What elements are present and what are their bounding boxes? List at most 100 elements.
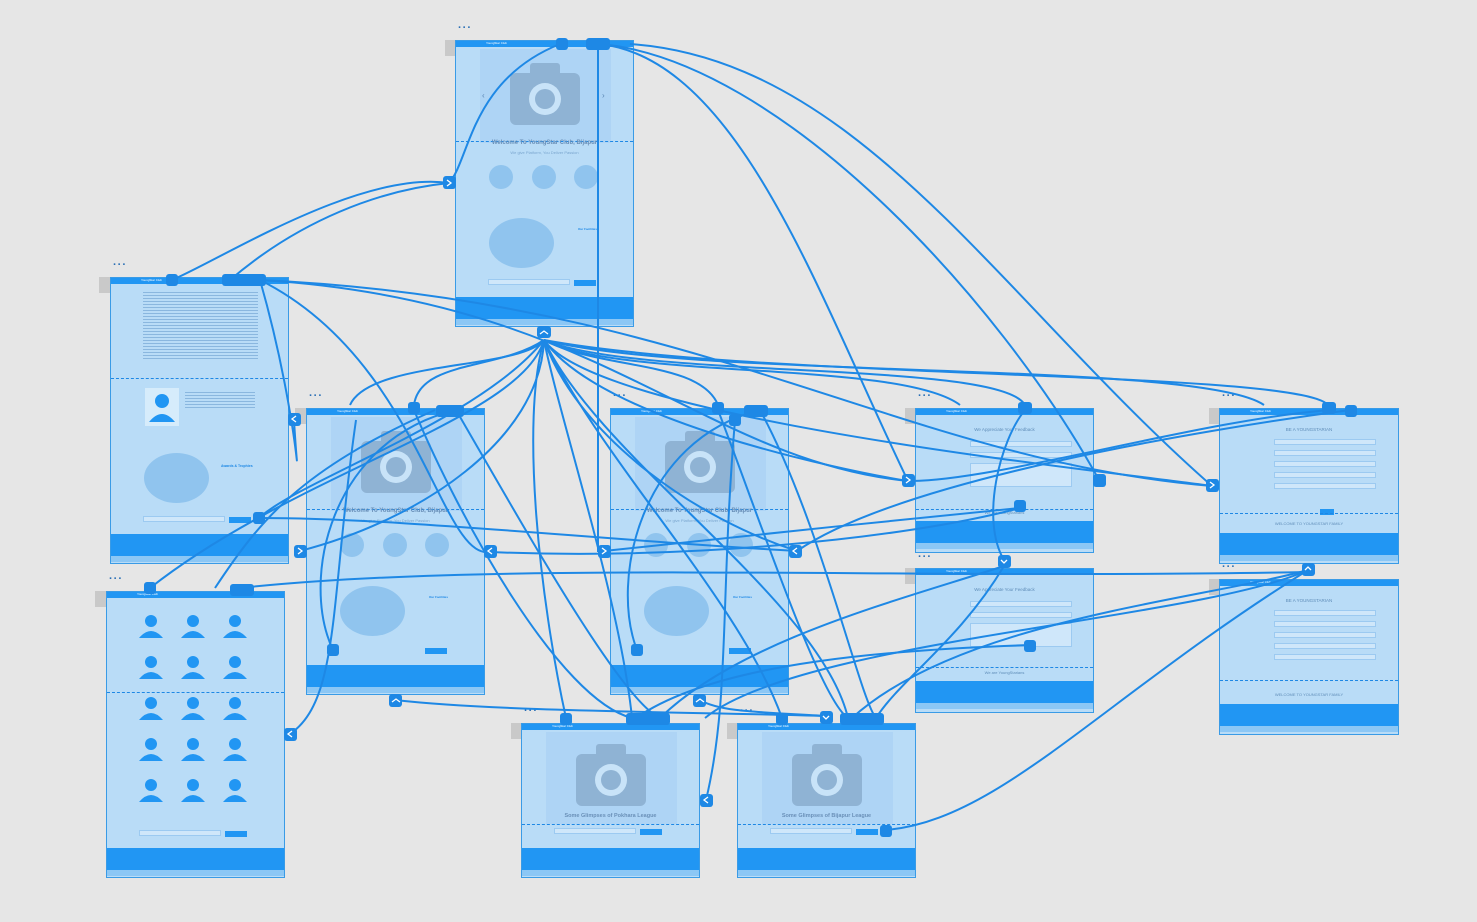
age-field[interactable] bbox=[1274, 472, 1376, 478]
page-tagline: We give Platform, You Deliver Passion bbox=[510, 150, 579, 155]
name-field[interactable] bbox=[970, 441, 1072, 447]
address-field[interactable] bbox=[1274, 654, 1376, 660]
newsletter-input[interactable] bbox=[139, 830, 221, 836]
fold-line bbox=[111, 378, 288, 379]
person-icon bbox=[181, 697, 205, 720]
contact-icon bbox=[489, 165, 513, 189]
board-title: YoungStar Club bbox=[946, 569, 967, 573]
camera-icon bbox=[792, 744, 862, 806]
artboard-feedback-2[interactable]: YoungStar Club We Appreciate Your Feedba… bbox=[915, 568, 1094, 713]
board-title: YoungStar Club bbox=[946, 409, 967, 413]
board-topbar: YoungStar Club bbox=[738, 724, 915, 730]
footer bbox=[1220, 533, 1398, 555]
subfooter bbox=[111, 556, 288, 562]
fold-line bbox=[522, 824, 699, 825]
person-icon bbox=[139, 656, 163, 679]
age-field[interactable] bbox=[1274, 643, 1376, 649]
footer-note: We are YoungStarians bbox=[984, 670, 1025, 675]
bio-text bbox=[185, 392, 255, 410]
name-field[interactable] bbox=[1274, 439, 1376, 445]
person-icon bbox=[223, 656, 247, 679]
camera-icon bbox=[361, 431, 431, 493]
avatar bbox=[145, 388, 179, 426]
page-headline: Welcome To YoungStar Club, Bijapur bbox=[342, 508, 449, 514]
address-field[interactable] bbox=[1274, 483, 1376, 489]
fold-line bbox=[456, 141, 633, 142]
more-icon[interactable]: ··· bbox=[113, 259, 127, 271]
fold-line bbox=[1220, 680, 1398, 681]
subfooter bbox=[1220, 555, 1398, 561]
fold-line bbox=[738, 824, 915, 825]
person-icon bbox=[223, 615, 247, 638]
email-field[interactable] bbox=[1274, 450, 1376, 456]
board-title: YoungStar Club bbox=[552, 724, 573, 728]
footer bbox=[1220, 704, 1398, 726]
subfooter bbox=[916, 543, 1093, 549]
page-headline: We Appreciate Your Feedback bbox=[974, 587, 1035, 592]
artboard-pokhara-gallery[interactable]: YoungStar Club Some Glimpses of Pokhara … bbox=[521, 723, 700, 878]
link-paths bbox=[149, 43, 1351, 831]
more-icon[interactable]: ··· bbox=[309, 390, 323, 402]
artboard-join[interactable]: YoungStar Club BE A YOUNGSTARIAN WELCOME… bbox=[1219, 408, 1399, 564]
welcome-banner: WELCOME TO YOUNGSTAR FAMILY bbox=[1274, 692, 1344, 697]
newsletter-input[interactable] bbox=[770, 828, 852, 834]
subfooter bbox=[307, 687, 484, 693]
awards-heading: Awards & Trophies bbox=[221, 464, 253, 468]
fold-line bbox=[611, 509, 788, 510]
artboard-bijapur-gallery[interactable]: YoungStar Club Some Glimpses of Bijapur … bbox=[737, 723, 916, 878]
slider-next-icon[interactable]: › bbox=[602, 91, 605, 100]
subscribe-button[interactable] bbox=[729, 648, 751, 654]
board-topbar: YoungStar Club bbox=[916, 569, 1093, 575]
page-headline: We Appreciate Your Feedback bbox=[974, 427, 1035, 432]
name-field[interactable] bbox=[970, 601, 1072, 607]
facilities-heading: Our Facilities bbox=[429, 595, 449, 599]
board-topbar: YoungStar Club bbox=[456, 41, 633, 47]
facilities-heading: Our Facilities bbox=[733, 595, 753, 599]
person-icon bbox=[223, 779, 247, 802]
artboard-home[interactable]: YoungStar Club ‹ › Welcome To YoungStar … bbox=[455, 40, 634, 327]
board-title: YoungStar Club bbox=[337, 409, 358, 413]
more-icon[interactable]: ··· bbox=[458, 22, 472, 34]
artboard-members[interactable]: YoungStar Club bbox=[106, 591, 285, 878]
more-icon[interactable]: ··· bbox=[109, 573, 123, 585]
phone-field[interactable] bbox=[1274, 632, 1376, 638]
camera-blob-icon bbox=[489, 218, 554, 268]
more-icon[interactable]: ··· bbox=[1222, 561, 1236, 573]
name-field[interactable] bbox=[1274, 610, 1376, 616]
more-icon[interactable]: ··· bbox=[918, 390, 932, 402]
subscribe-button[interactable] bbox=[225, 831, 247, 837]
newsletter-input[interactable] bbox=[488, 279, 570, 285]
phone-field[interactable] bbox=[1274, 461, 1376, 467]
person-icon bbox=[181, 656, 205, 679]
subfooter bbox=[916, 703, 1093, 709]
page-headline: BE A YOUNGSTARIAN bbox=[1285, 598, 1333, 603]
email-field[interactable] bbox=[1274, 621, 1376, 627]
welcome-banner: WELCOME TO YOUNGSTAR FAMILY bbox=[1274, 521, 1344, 526]
chevron-icons bbox=[286, 179, 1312, 804]
subscribe-button[interactable] bbox=[425, 648, 447, 654]
camera-blob-icon bbox=[340, 586, 405, 636]
submit-button[interactable] bbox=[1320, 509, 1334, 515]
fold-line bbox=[916, 667, 1093, 668]
more-icon[interactable]: ··· bbox=[918, 551, 932, 563]
board-title: YoungStar Club bbox=[768, 724, 789, 728]
check-icon bbox=[574, 165, 598, 189]
slider-prev-icon[interactable]: ‹ bbox=[482, 91, 485, 100]
page-tagline: We give Platform, You Deliver Passion bbox=[665, 518, 734, 523]
person-icon bbox=[139, 779, 163, 802]
subscribe-button[interactable] bbox=[229, 517, 251, 523]
board-topbar: YoungStar Club bbox=[522, 724, 699, 730]
newsletter-input[interactable] bbox=[143, 516, 225, 522]
subscribe-button[interactable] bbox=[574, 280, 596, 286]
artboard-join-2[interactable]: YoungStar Club BE A YOUNGSTARIAN WELCOME… bbox=[1219, 579, 1399, 735]
newsletter-input[interactable] bbox=[554, 828, 636, 834]
subscribe-button[interactable] bbox=[640, 829, 662, 835]
subscribe-button[interactable] bbox=[856, 829, 878, 835]
navigation-icon bbox=[532, 165, 556, 189]
camera-icon bbox=[576, 744, 646, 806]
subfooter bbox=[611, 687, 788, 693]
page-headline: Welcome To YoungStar Club, Bijapur bbox=[491, 140, 598, 146]
camera-blob-icon bbox=[644, 586, 709, 636]
page-headline: Some Glimpses of Bijapur League bbox=[781, 813, 872, 819]
